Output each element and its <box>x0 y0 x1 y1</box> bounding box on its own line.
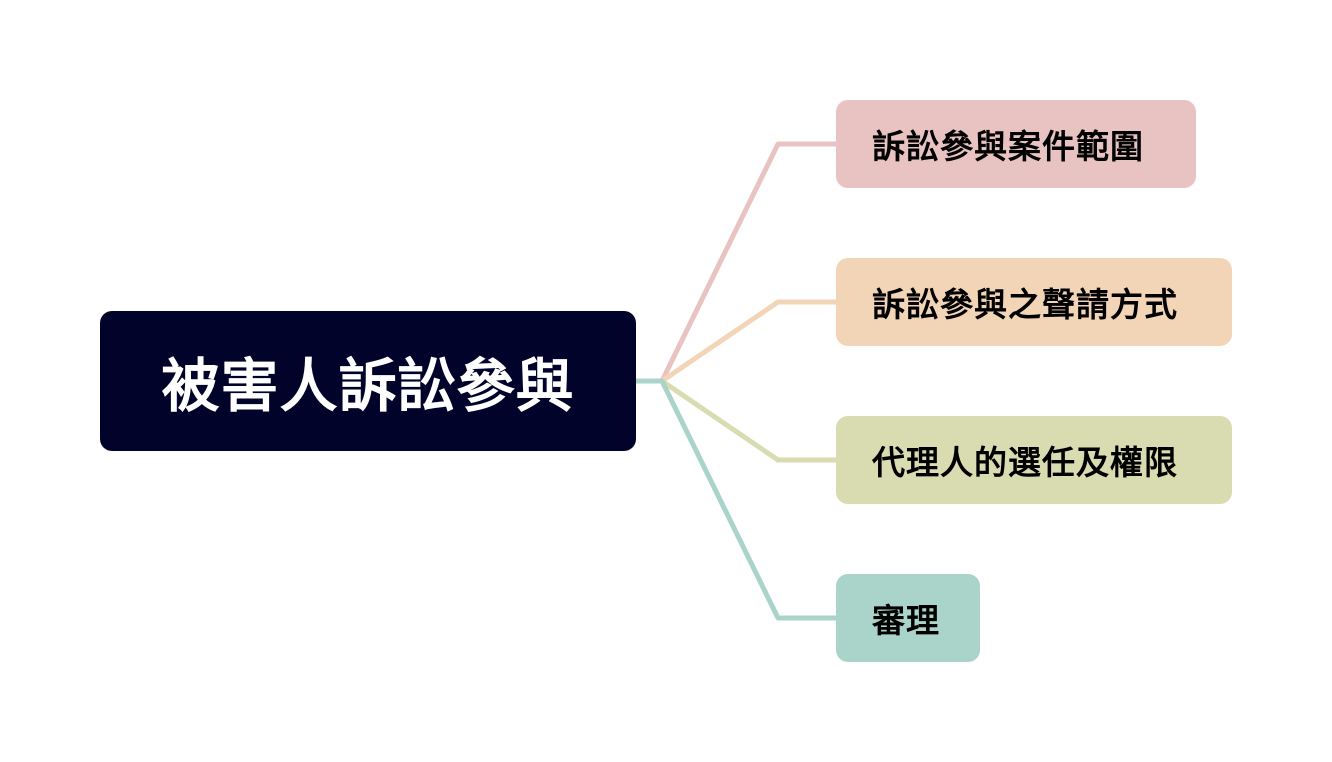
root-node[interactable]: 被害人訴訟參與 <box>100 311 636 451</box>
branch-node-application-method[interactable]: 訴訟參與之聲請方式 <box>836 258 1232 346</box>
branch-node-label: 訴訟參與之聲請方式 <box>872 285 1178 324</box>
branch-node-agent-authority[interactable]: 代理人的選任及權限 <box>836 416 1232 504</box>
branch-node-label: 訴訟參與案件範圍 <box>872 127 1144 166</box>
root-node-label: 被害人訴訟參與 <box>161 352 575 420</box>
branch-node-trial[interactable]: 審理 <box>836 574 980 662</box>
branch-node-label: 審理 <box>872 601 940 640</box>
connector-line-1 <box>659 299 839 384</box>
branch-node-case-scope[interactable]: 訴訟參與案件範圍 <box>836 100 1196 188</box>
connector-line-3 <box>659 378 839 621</box>
connector-line-2 <box>659 378 839 463</box>
branch-node-label: 代理人的選任及權限 <box>872 443 1178 482</box>
connector-line-0 <box>659 141 839 384</box>
